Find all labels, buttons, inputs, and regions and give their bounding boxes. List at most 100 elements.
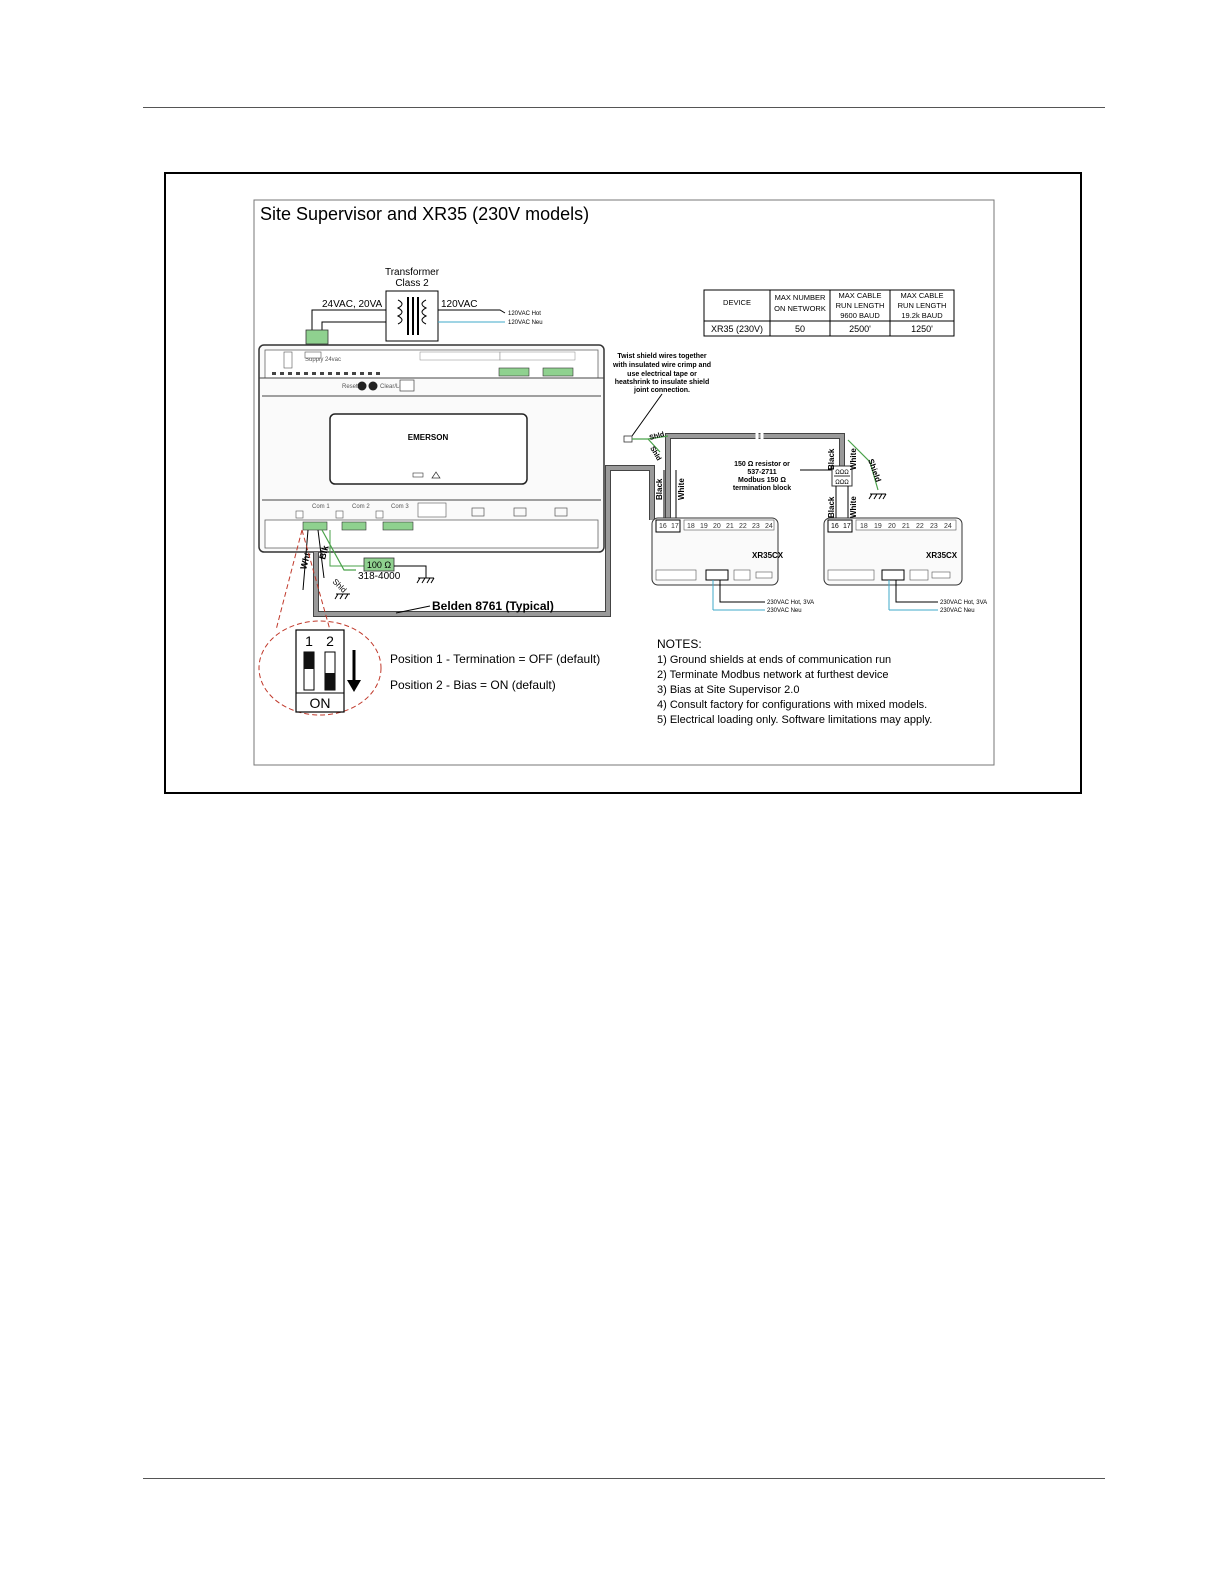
xr35-1-power-hot: 230VAC Hot, 3VA (767, 600, 814, 606)
xr35-2-terminal-21: 21 (902, 523, 910, 530)
note-3: 3) Bias at Site Supervisor 2.0 (657, 684, 799, 696)
xr35-1-terminal-16: 16 (659, 523, 667, 530)
table-cell-max-number: 50 (795, 324, 805, 334)
clear-button (368, 381, 378, 391)
diagram-title: Site Supervisor and XR35 (230V models) (260, 204, 589, 224)
com3-terminal (382, 521, 414, 531)
black-label-2a: Black (827, 448, 836, 470)
xr35-1-terminal-24: 24 (765, 523, 773, 530)
twist-note-line-5: joint connection. (633, 387, 690, 394)
ground-icon (334, 577, 435, 600)
wht-label: Wht (298, 552, 312, 571)
dip-number-2: 2 (326, 633, 334, 649)
dip-number-1: 1 (305, 633, 313, 649)
black-label-1: Black (655, 478, 664, 500)
transformer-coil-primary (421, 299, 428, 325)
xr35-1-terminal-17: 17 (671, 523, 679, 530)
table-header-9600-2: RUN LENGTH (836, 301, 885, 310)
wire-crimp (623, 435, 633, 443)
resistor-100-ohm (363, 557, 395, 572)
xr35-2-power-hot: 230VAC Hot, 3VA (940, 600, 987, 606)
xr35-1-terminal-20: 20 (713, 523, 721, 530)
clear-label: Clear/Lost (380, 384, 408, 390)
table-header-9600-1: MAX CABLE (839, 291, 882, 300)
black-label-2b: Black (827, 496, 836, 518)
table-header-9600-3: 9600 BAUD (840, 311, 880, 320)
resistor-value: 100 Ω (367, 560, 392, 570)
header-rule (143, 107, 1105, 108)
transformer-title: Transformer (385, 267, 440, 278)
ethernet-ports (471, 507, 568, 517)
xr35-1-power-neu: 230VAC Neu (767, 608, 802, 614)
com1-label: Com 1 (312, 504, 330, 510)
xr35-1-wires: Black White (655, 470, 686, 520)
transformer-secondary-label: 24VAC, 20VA (322, 299, 383, 310)
com3-label: Com 3 (391, 504, 409, 510)
table-cell-run-9600: 2500' (849, 324, 871, 334)
xr35-2-model: XR35CX (926, 551, 958, 560)
xr35-1-terminal-18: 18 (687, 523, 695, 530)
transformer-class: Class 2 (395, 278, 429, 289)
term-note-line-2: 537-2711 (747, 469, 776, 476)
xr35-1-terminal-23: 23 (752, 523, 760, 530)
warning-icon (431, 471, 441, 479)
figure-frame (164, 172, 1082, 794)
supply-label: Supply 24vac (305, 357, 341, 363)
xr35-2-terminal-23: 23 (930, 523, 938, 530)
twist-note-line-1: Twist shield wires together (617, 353, 707, 360)
note-5: 5) Electrical loading only. Software lim… (657, 714, 932, 726)
xr35-2-terminal-17: 17 (843, 523, 851, 530)
table-header-19k-2: RUN LENGTH (898, 301, 947, 310)
spec-table: DEVICE MAX NUMBER ON NETWORK MAX CABLE R… (703, 289, 955, 337)
notes-heading: NOTES: (657, 637, 702, 651)
reset-button (357, 381, 367, 391)
note-1: 1) Ground shields at ends of communicati… (657, 654, 891, 666)
cable-label: Belden 8761 (Typical) (432, 599, 554, 613)
table-header-max-number-2: ON NETWORK (774, 304, 826, 313)
reset-label: Reset (342, 384, 358, 390)
white-label-2a: White (849, 448, 858, 470)
dip-switch-2-toggle (325, 673, 335, 690)
white-label-2b: White (849, 496, 858, 518)
blk-label: Blk (317, 543, 331, 560)
twist-note-line-3: use electrical tape or (627, 371, 697, 378)
table-cell-device: XR35 (230V) (711, 324, 763, 334)
site-supervisor-controller: Supply 24vac Reset Clear/Lost E (258, 344, 605, 553)
com2-terminal (341, 521, 367, 531)
supply-terminal (305, 329, 329, 345)
note-4: 4) Consult factory for configurations wi… (657, 699, 927, 711)
twist-note-line-2: with insulated wire crimp and (612, 362, 711, 369)
xr35-controller-2: 16 17 18 19 20 21 22 23 24 XR35CX 230VAC… (823, 517, 987, 614)
ground-icon-xr35 (868, 493, 887, 500)
xr35-2-power-neu: 230VAC Neu (940, 608, 975, 614)
xr35-2-terminal-20: 20 (888, 523, 896, 530)
controller-wires: Wht Blk Shld 100 Ω 318-4000 (298, 529, 435, 600)
term-note-line-1: 150 Ω resistor or (734, 461, 790, 468)
dip-position-2: Position 2 - Bias = ON (default) (390, 678, 556, 692)
notes: NOTES: 1) Ground shields at ends of comm… (657, 637, 932, 726)
term-note-line-4: termination block (733, 485, 791, 492)
term-note-line-3: Modbus 150 Ω (738, 477, 786, 484)
com1-terminal (302, 521, 328, 531)
xr35-1-model: XR35CX (752, 551, 784, 560)
xr35-1-terminal-22: 22 (739, 523, 747, 530)
line-neu-label: 120VAC Neu (508, 320, 543, 326)
com2-label: Com 2 (352, 504, 370, 510)
dip-switch-callout: 1 2 ON Position 1 - Termination = OFF (d… (258, 529, 600, 716)
xr35-1-terminal-21: 21 (726, 523, 734, 530)
table-header-19k-3: 19.2k BAUD (901, 311, 943, 320)
led-indicator (412, 472, 424, 478)
dip-on-label: ON (310, 695, 331, 711)
xr35-controller-1: 16 17 18 19 20 21 22 23 24 XR35CX 230VAC… (651, 517, 814, 614)
table-header-max-number-1: MAX NUMBER (775, 293, 826, 302)
xr35-2-terminal-22: 22 (916, 523, 924, 530)
xr35-2-terminal-24: 24 (944, 523, 952, 530)
dip-position-1: Position 1 - Termination = OFF (default) (390, 652, 600, 666)
xr35-1-terminal-19: 19 (700, 523, 708, 530)
xr35-2-terminal-19: 19 (874, 523, 882, 530)
svg-text:ΩΩΩ: ΩΩΩ (835, 470, 849, 476)
dip-switch-1-toggle (304, 652, 314, 669)
dip-callout-circle (258, 620, 382, 716)
table-cell-run-19k: 1250' (911, 324, 933, 334)
